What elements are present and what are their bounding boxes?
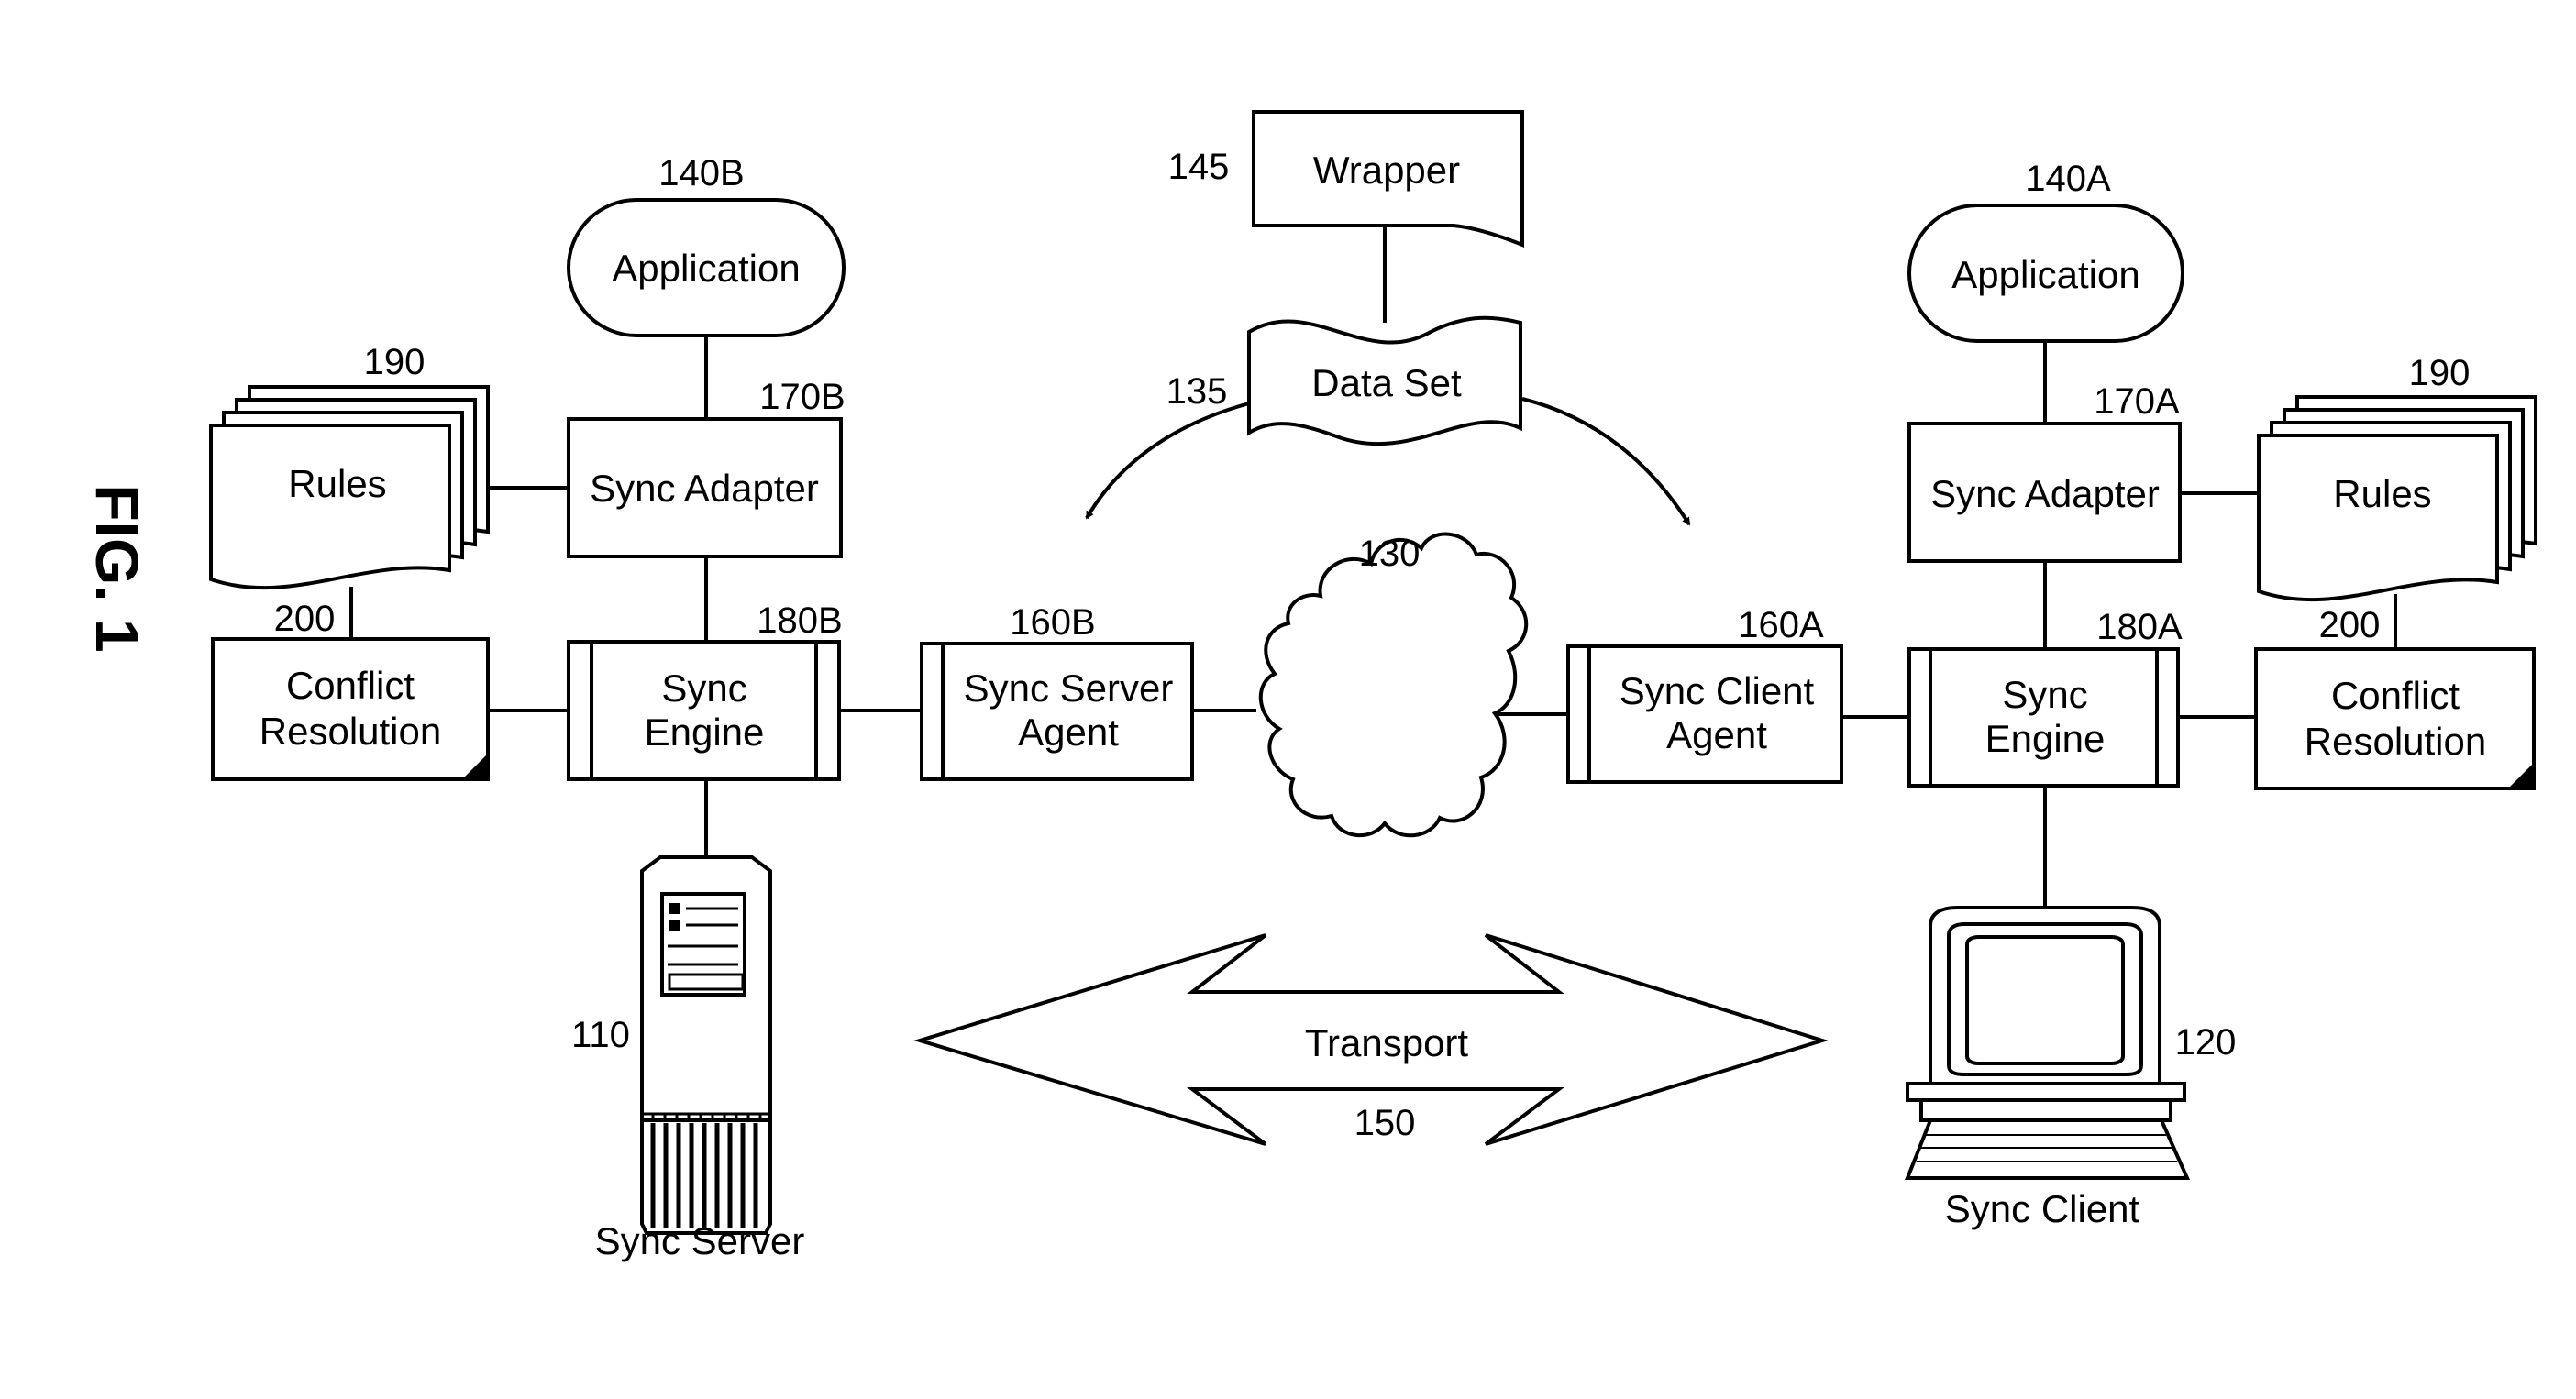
client-rules-document-stack: Rules <box>2259 397 2536 600</box>
server-sync-engine-line1: Sync <box>661 666 746 710</box>
client-sync-adapter: Sync Adapter <box>1909 424 2180 561</box>
server-agent: Sync Server Agent <box>922 644 1192 779</box>
server-sync-adapter-ref: 170B <box>759 377 845 417</box>
client-sync-engine-line2: Engine <box>1985 717 2106 760</box>
wrapper-label: Wrapper <box>1313 149 1460 192</box>
transport-ref: 150 <box>1354 1103 1416 1143</box>
figure-label: FIG. 1 <box>83 484 151 652</box>
server-agent-line1: Sync Server <box>964 666 1174 710</box>
client-conflict-resolution: Conflict Resolution <box>2256 649 2534 788</box>
server-sync-adapter-label: Sync Adapter <box>590 467 819 510</box>
arrow-to-client-agent <box>1522 399 1689 524</box>
client-agent-ref: 160A <box>1738 605 1824 645</box>
client-application: Application <box>1909 205 2183 341</box>
server-conflict-resolution-line2: Resolution <box>260 710 441 753</box>
transport-label: Transport <box>1305 1021 1469 1064</box>
server-conflict-resolution-ref: 200 <box>274 599 336 639</box>
data-set-label: Data Set <box>1311 361 1462 404</box>
arrow-to-server-agent <box>1087 403 1249 518</box>
server-agent-ref: 160B <box>1010 602 1095 643</box>
sync-client-label: Sync Client <box>1945 1187 2140 1230</box>
sync-server-label: Sync Server <box>595 1219 805 1262</box>
sync-client-computer-icon <box>1907 908 2187 1178</box>
server-conflict-resolution-line1: Conflict <box>286 664 415 707</box>
server-sync-adapter: Sync Adapter <box>569 419 841 556</box>
client-rules-ref: 190 <box>2409 353 2471 393</box>
sync-client-ref: 120 <box>2175 1022 2237 1063</box>
client-rules-label: Rules <box>2333 472 2431 515</box>
wrapper-document: Wrapper <box>1254 112 1522 245</box>
server-conflict-resolution: Conflict Resolution <box>213 639 488 779</box>
server-sync-engine-ref: 180B <box>757 600 842 641</box>
server-rules-document-stack: Rules <box>211 387 488 588</box>
network-cloud-icon <box>1261 534 1526 836</box>
client-agent-line2: Agent <box>1666 713 1767 756</box>
client-sync-engine: Sync Engine <box>1909 649 2178 786</box>
client-sync-adapter-ref: 170A <box>2094 381 2180 422</box>
data-set-tape: Data Set <box>1249 318 1520 444</box>
client-agent: Sync Client Agent <box>1568 646 1841 782</box>
server-sync-engine-line2: Engine <box>645 711 765 754</box>
client-application-ref: 140A <box>2025 159 2111 199</box>
client-sync-adapter-label: Sync Adapter <box>1930 472 2160 515</box>
data-set-ref: 135 <box>1166 371 1228 412</box>
client-conflict-resolution-ref: 200 <box>2319 605 2381 645</box>
client-sync-engine-ref: 180A <box>2096 607 2183 647</box>
sync-server-ref: 110 <box>571 1015 630 1055</box>
server-application-ref: 140B <box>658 153 744 193</box>
client-agent-line1: Sync Client <box>1620 669 1815 712</box>
server-application: Application <box>569 200 844 336</box>
server-rules-ref: 190 <box>364 342 426 382</box>
client-application-label: Application <box>1951 253 2139 296</box>
client-conflict-resolution-line2: Resolution <box>2305 720 2486 763</box>
server-agent-line2: Agent <box>1018 711 1119 754</box>
server-sync-engine: Sync Engine <box>569 642 839 779</box>
server-application-label: Application <box>612 247 800 290</box>
client-sync-engine-line1: Sync <box>2002 673 2087 716</box>
network-ref: 130 <box>1359 534 1421 574</box>
wrapper-ref: 145 <box>1168 147 1230 187</box>
server-rules-label: Rules <box>288 462 386 505</box>
client-conflict-resolution-line1: Conflict <box>2331 674 2460 717</box>
sync-server-tower-icon <box>642 857 770 1233</box>
